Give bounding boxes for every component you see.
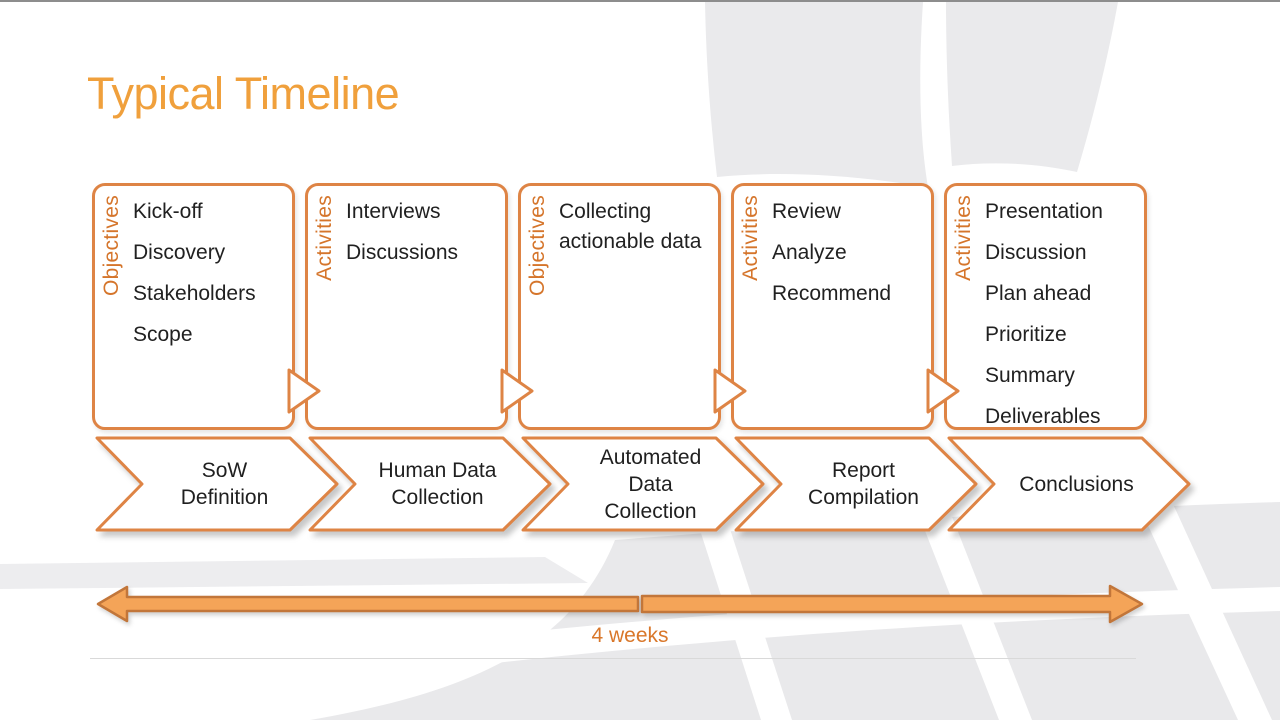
slide-top-border <box>0 0 1280 2</box>
phase-item: Presentation <box>985 200 1103 223</box>
phase-item: Plan ahead <box>985 282 1092 305</box>
phase-box-4: Activities Review Analyze Recommend <box>731 183 934 430</box>
chevron-shape-icon <box>521 436 765 532</box>
phase-box-1: Objectives Kick-off Discovery Stakeholde… <box>92 183 295 430</box>
phase-box-5: Activities Presentation Discussion Plan … <box>944 183 1147 430</box>
step-label: Automated Data Collection <box>599 445 702 523</box>
footer-divider <box>90 658 1136 659</box>
step-label: Human Data Collection <box>378 459 497 509</box>
process-step-chevron-2: Human Data Collection <box>308 436 553 532</box>
flow-triangle-icon <box>713 368 747 414</box>
process-step-chevron-4: Report Compilation <box>734 436 979 532</box>
phase-item-list: Kick-off Discovery Stakeholders Scope <box>133 197 288 350</box>
flow-triangle-icon <box>287 368 321 414</box>
phase-side-label: Activities <box>313 195 336 281</box>
process-step-chevron-3: Automated Data Collection <box>521 436 766 532</box>
phase-item: Prioritize <box>985 323 1067 346</box>
phase-item: Scope <box>133 323 193 346</box>
timeline-arrow <box>95 583 1145 625</box>
process-step-chevron-5: Conclusions <box>947 436 1192 532</box>
phase-side-label: Activities <box>739 195 762 281</box>
step-label: Conclusions <box>1019 472 1134 496</box>
timeline-label: 4 weeks <box>591 624 669 647</box>
chevron-shape-icon <box>308 436 552 532</box>
phase-item: Summary <box>985 364 1075 387</box>
phase-side-label: Activities <box>952 195 975 281</box>
phase-item: Interviews <box>346 200 441 223</box>
page-title: Typical Timeline <box>87 68 400 119</box>
phase-item: Deliverables <box>985 405 1101 428</box>
flow-triangle-icon <box>926 368 960 414</box>
timeline-left-arrow-icon <box>96 585 640 623</box>
phase-item-list: Presentation Discussion Plan ahead Prior… <box>985 197 1140 432</box>
chevron-shape-icon <box>947 436 1191 532</box>
flow-triangle-icon <box>500 368 534 414</box>
phase-item: Discovery <box>133 241 226 264</box>
phase-item: Collecting actionable data <box>559 200 702 253</box>
phase-item: Kick-off <box>133 200 203 223</box>
phase-item: Stakeholders <box>133 282 256 305</box>
step-label: Report Compilation <box>808 459 919 509</box>
phase-box-2: Activities Interviews Discussions <box>305 183 508 430</box>
chevron-shape-icon <box>734 436 978 532</box>
chevron-shape-icon <box>95 436 339 532</box>
phase-item: Recommend <box>772 282 892 305</box>
phase-item: Discussion <box>985 241 1087 264</box>
phase-item: Review <box>772 200 841 223</box>
phase-item-list: Collecting actionable data <box>559 197 714 257</box>
step-label: SoW Definition <box>180 459 269 509</box>
phase-side-label: Objectives <box>100 195 123 297</box>
phase-item-list: Review Analyze Recommend <box>772 197 927 309</box>
timeline-right-arrow-icon <box>640 584 1144 624</box>
phase-side-label: Objectives <box>526 195 549 297</box>
phase-box-3: Objectives Collecting actionable data <box>518 183 721 430</box>
phase-item: Discussions <box>346 241 459 264</box>
phase-item-list: Interviews Discussions <box>346 197 501 268</box>
phase-item: Analyze <box>772 241 847 264</box>
process-step-chevron-1: SoW Definition <box>95 436 340 532</box>
